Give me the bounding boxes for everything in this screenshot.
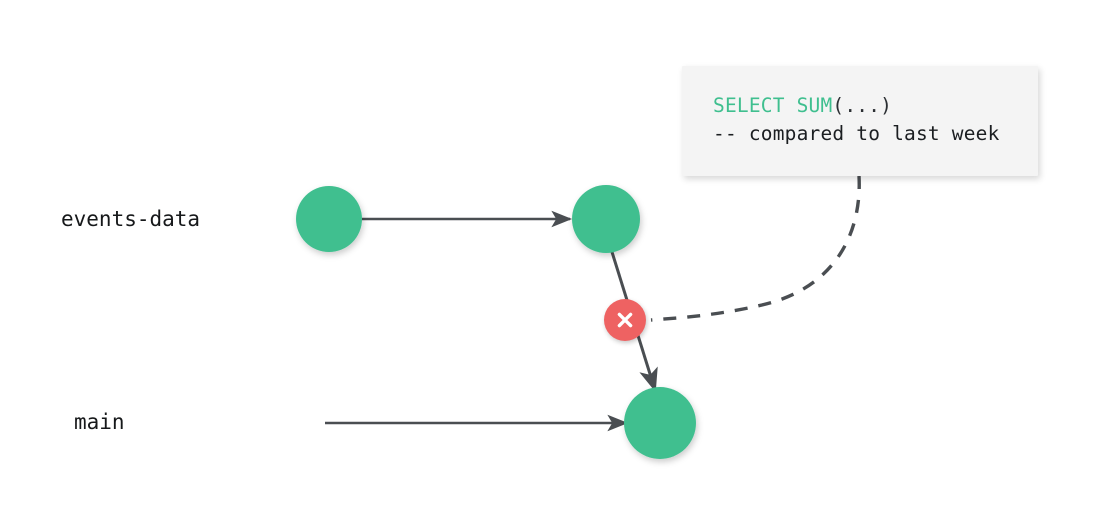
- branch-label-main: main: [74, 410, 125, 434]
- query-args: (...): [832, 94, 893, 117]
- query-line-comment: -- compared to last week: [713, 122, 1000, 145]
- query-keyword: SELECT SUM: [713, 94, 833, 117]
- merge-error-badge[interactable]: [604, 299, 646, 341]
- query-line-select: SELECT SUM(...): [713, 92, 1038, 120]
- callout-leader-line: [650, 175, 861, 322]
- branch-label-events-data: events-data: [61, 207, 201, 231]
- commit-node-main[interactable]: [624, 387, 696, 459]
- commit-node-events-data-2[interactable]: [572, 185, 640, 253]
- close-x-icon: [617, 312, 633, 328]
- query-callout-card[interactable]: SELECT SUM(...) -- compared to last week: [682, 66, 1038, 176]
- commit-node-events-data-1[interactable]: [296, 186, 362, 252]
